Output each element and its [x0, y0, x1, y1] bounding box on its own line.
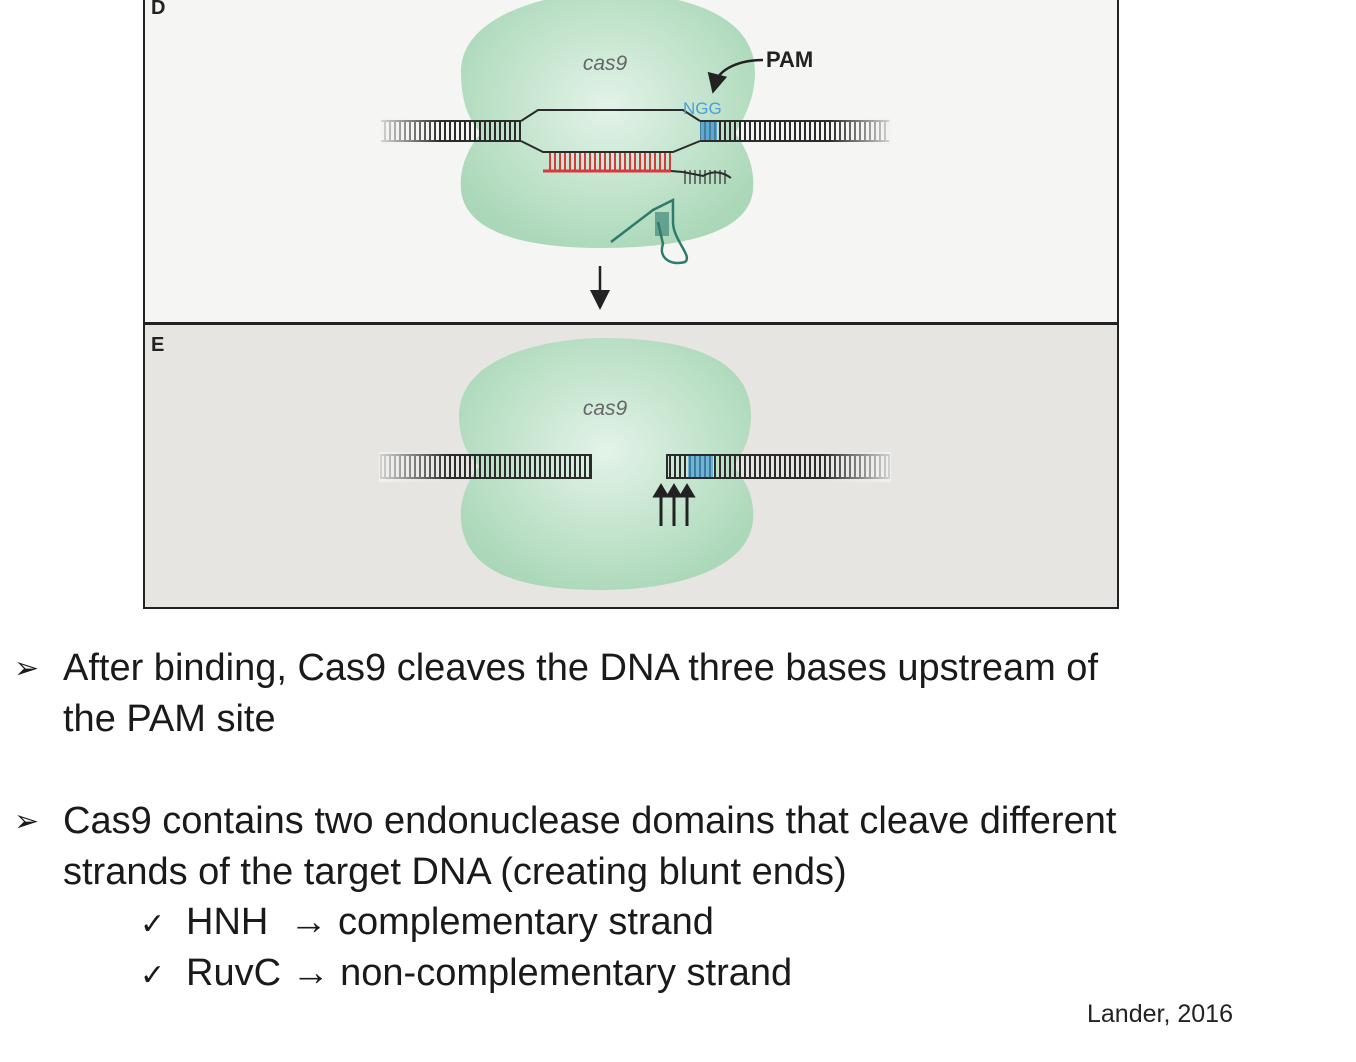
cas9-protein-e	[459, 338, 754, 590]
pam-label: PAM	[766, 47, 813, 72]
cas9-label-e: cas9	[583, 397, 628, 420]
bullet-line: After binding, Cas9 cleaves the DNA thre…	[63, 647, 1098, 689]
panel-e: E cas9	[143, 323, 1119, 609]
guide-rna	[546, 153, 671, 171]
subitem-hnh: ✓ HNH → complementary strand	[140, 897, 714, 950]
three-bases-arrows	[652, 483, 696, 526]
panel-d: D cas9 PAM NGG	[143, 0, 1119, 324]
checkmark-icon: ✓	[140, 908, 166, 941]
bullet-line: strands of the target DNA (creating blun…	[63, 851, 847, 893]
cas9-diagram: D cas9 PAM NGG	[143, 0, 1119, 609]
pam-site-e	[688, 456, 713, 477]
citation: Lander, 2016	[1087, 1000, 1233, 1028]
bullet-arrow-icon: ➢	[14, 805, 40, 838]
panel-d-letter: D	[151, 0, 165, 19]
rna-scaffold	[610, 197, 689, 265]
bullet-arrow-icon: ➢	[14, 652, 40, 685]
pam-arrow	[707, 58, 764, 94]
pam-sequence: NGG	[683, 99, 722, 118]
bullet-domains-text: Cas9 contains two endonuclease domains t…	[63, 796, 1116, 898]
cas9-label-d: cas9	[583, 52, 628, 75]
cas9-protein-d	[460, 0, 755, 248]
dna-bubble-top	[520, 109, 701, 122]
subitem-ruvc-text: RuvC → non-complementary strand	[186, 952, 793, 994]
panel-e-letter: E	[151, 334, 164, 356]
subitem-ruvc: ✓ RuvC → non-complementary strand	[140, 948, 792, 1001]
bullet-line: Cas9 contains two endonuclease domains t…	[63, 800, 1117, 842]
checkmark-icon: ✓	[140, 959, 166, 992]
bullet-cleavage-text: After binding, Cas9 cleaves the DNA thre…	[63, 643, 1098, 745]
bullet-line: the PAM site	[63, 698, 276, 740]
subitem-hnh-text: HNH → complementary strand	[186, 901, 714, 943]
dna-bubble-bottom	[520, 140, 701, 153]
